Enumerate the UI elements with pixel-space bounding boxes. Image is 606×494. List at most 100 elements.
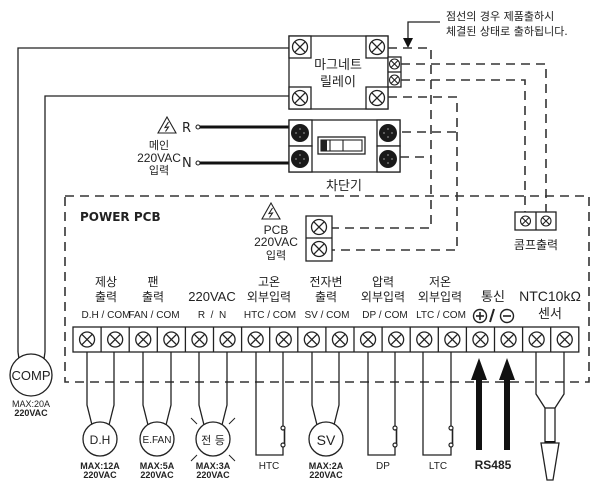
- pins-fan-com: FAN / COM: [128, 310, 179, 321]
- svg-text:외부입력: 외부입력: [361, 290, 405, 304]
- pins-dh-com: D.H / COM: [82, 310, 131, 321]
- dashed-wire-relay-breaker: [388, 96, 458, 133]
- relay-coil-terminal-icon: [388, 74, 401, 86]
- note-leader-line: [407, 21, 440, 40]
- terminal-screw-icon: [387, 331, 405, 348]
- svg-text:220VAC: 220VAC: [188, 289, 235, 304]
- terminal-screw-icon: [528, 331, 545, 348]
- factory-connection-note: 점선의 경우 제품출하시 체결된 상태로 출하됩니다.: [403, 9, 568, 48]
- svg-text:220VAC: 220VAC: [140, 470, 174, 480]
- dp-switch: DP: [367, 352, 398, 472]
- svg-text:센서: 센서: [538, 307, 562, 322]
- svg-text:RS485: RS485: [475, 458, 512, 472]
- svg-text:제상: 제상: [95, 275, 117, 289]
- terminal-screw-icon: [472, 331, 489, 348]
- terminal-screw-icon: [275, 331, 292, 348]
- svg-text:출력: 출력: [95, 290, 117, 304]
- relay-coil-terminal-icon: [388, 58, 401, 70]
- svg-text:MAX:12A: MAX:12A: [80, 461, 120, 471]
- comp-output-label: 콤프출력: [514, 238, 558, 252]
- main-r-label: R: [182, 121, 191, 136]
- dashed-wire-comp-out-1: [401, 79, 526, 212]
- relay-label-line-2: 릴레이: [320, 75, 356, 90]
- svg-text:E.FAN: E.FAN: [143, 435, 172, 446]
- svg-text:DP: DP: [376, 461, 390, 472]
- relay-label-line-1: 마그네트: [314, 58, 362, 73]
- high-voltage-warning-icon: [261, 202, 281, 220]
- pcb-power-input: PCB 220VAC 입력: [254, 202, 333, 262]
- compressor-load: COMP MAX:20A 220VAC: [9, 351, 53, 418]
- main-power-input: R N 메인 220VAC 입력: [137, 116, 290, 177]
- svg-text:압력: 압력: [372, 275, 394, 289]
- terminal-group-labels: 제상 출력 D.H / COM 팬 출력 FAN / COM 220VAC R …: [82, 275, 581, 324]
- pcb-input-terminal-icon: [310, 240, 328, 258]
- note-line-2: 체결된 상태로 출하됩니다.: [446, 24, 568, 38]
- factory-wires: [332, 47, 547, 251]
- ntc-sensor-probe: [535, 352, 565, 481]
- svg-text:HTC: HTC: [259, 461, 280, 472]
- svg-text:MAX:3A: MAX:3A: [196, 461, 231, 471]
- arrow-down-icon: [403, 38, 413, 48]
- wire-relay-comp-2: [44, 95, 290, 352]
- main-n-label: N: [182, 156, 192, 171]
- svg-text:MAX:2A: MAX:2A: [309, 461, 344, 471]
- svg-text:외부입력: 외부입력: [418, 290, 462, 304]
- comp-output-terminal-icon: [540, 215, 552, 227]
- terminal-screw-icon: [135, 331, 152, 348]
- pins-htc-com: HTC / COM: [244, 310, 296, 321]
- circuit-breaker: 차단기: [288, 119, 401, 194]
- pcb-input-terminal-icon: [310, 218, 328, 236]
- solenoid-valve-load: SV MAX:2A 220VAC: [308, 352, 344, 480]
- dashed-wire-pcb-n: [332, 132, 458, 251]
- svg-text:고온: 고온: [258, 275, 280, 289]
- svg-text:전자변: 전자변: [309, 275, 342, 289]
- svg-text:220VAC: 220VAC: [309, 470, 343, 480]
- svg-text:통신: 통신: [481, 290, 505, 305]
- dashed-wire-comp-out-2: [401, 63, 547, 212]
- main-input-line-2: 220VAC: [137, 151, 181, 165]
- pins-ltc-com: LTC / COM: [416, 310, 466, 321]
- pins-dp-com: DP / COM: [362, 310, 407, 321]
- dashed-wire-relay-pcb-r: [332, 47, 432, 229]
- svg-text:220VAC: 220VAC: [196, 470, 230, 480]
- terminal-screw-icon: [107, 331, 124, 348]
- lamp-load: 전 등 MAX:3A 220VAC: [190, 352, 236, 480]
- svg-text:팬: 팬: [147, 275, 158, 289]
- terminal-screw-icon: [78, 331, 96, 348]
- pcb-input-line-1: PCB: [264, 223, 289, 237]
- pins-r-n: R / N: [198, 310, 226, 321]
- rs485-polarity-icons: [472, 308, 515, 324]
- breaker-terminal-icon: [379, 150, 397, 168]
- pcb-terminal-strip: [72, 326, 580, 353]
- power-pcb-boundary: [64, 195, 590, 383]
- breaker-terminal-icon: [291, 150, 309, 168]
- relay-terminal-icon: [368, 38, 386, 56]
- svg-text:외부입력: 외부입력: [247, 290, 291, 304]
- defrost-heater-load: D.H MAX:12A 220VAC: [80, 352, 120, 480]
- magnet-relay: 마그네트 릴레이: [288, 35, 402, 110]
- svg-text:LTC: LTC: [429, 461, 447, 472]
- terminal-screw-icon: [416, 331, 433, 348]
- svg-text:저온: 저온: [429, 275, 451, 289]
- pcb-title: POWER PCB: [80, 210, 161, 224]
- svg-text:출력: 출력: [142, 290, 164, 304]
- svg-text:220VAC: 220VAC: [83, 470, 117, 480]
- comp-output-terminal-icon: [519, 215, 532, 227]
- breaker-terminal-icon: [379, 124, 397, 142]
- relay-terminal-icon: [291, 89, 309, 107]
- breaker-terminal-icon: [291, 124, 309, 142]
- svg-text:NTC10kΩ: NTC10kΩ: [519, 288, 581, 304]
- arrow-up-icon: [499, 358, 515, 450]
- wire-relay-comp-1: [17, 47, 290, 352]
- note-line-1: 점선의 경우 제품출하시: [446, 9, 554, 23]
- comp-output: 콤프출력: [514, 211, 558, 252]
- breaker-switch-icon: [317, 136, 366, 155]
- ltc-switch: LTC: [422, 352, 454, 472]
- terminal-screw-icon: [444, 331, 461, 348]
- svg-text:MAX:5A: MAX:5A: [140, 461, 175, 471]
- pins-sv-com: SV / COM: [304, 310, 349, 321]
- svg-text:전 등: 전 등: [201, 434, 225, 447]
- rs485-connection: RS485: [471, 358, 515, 472]
- terminal-screw-icon: [556, 331, 573, 348]
